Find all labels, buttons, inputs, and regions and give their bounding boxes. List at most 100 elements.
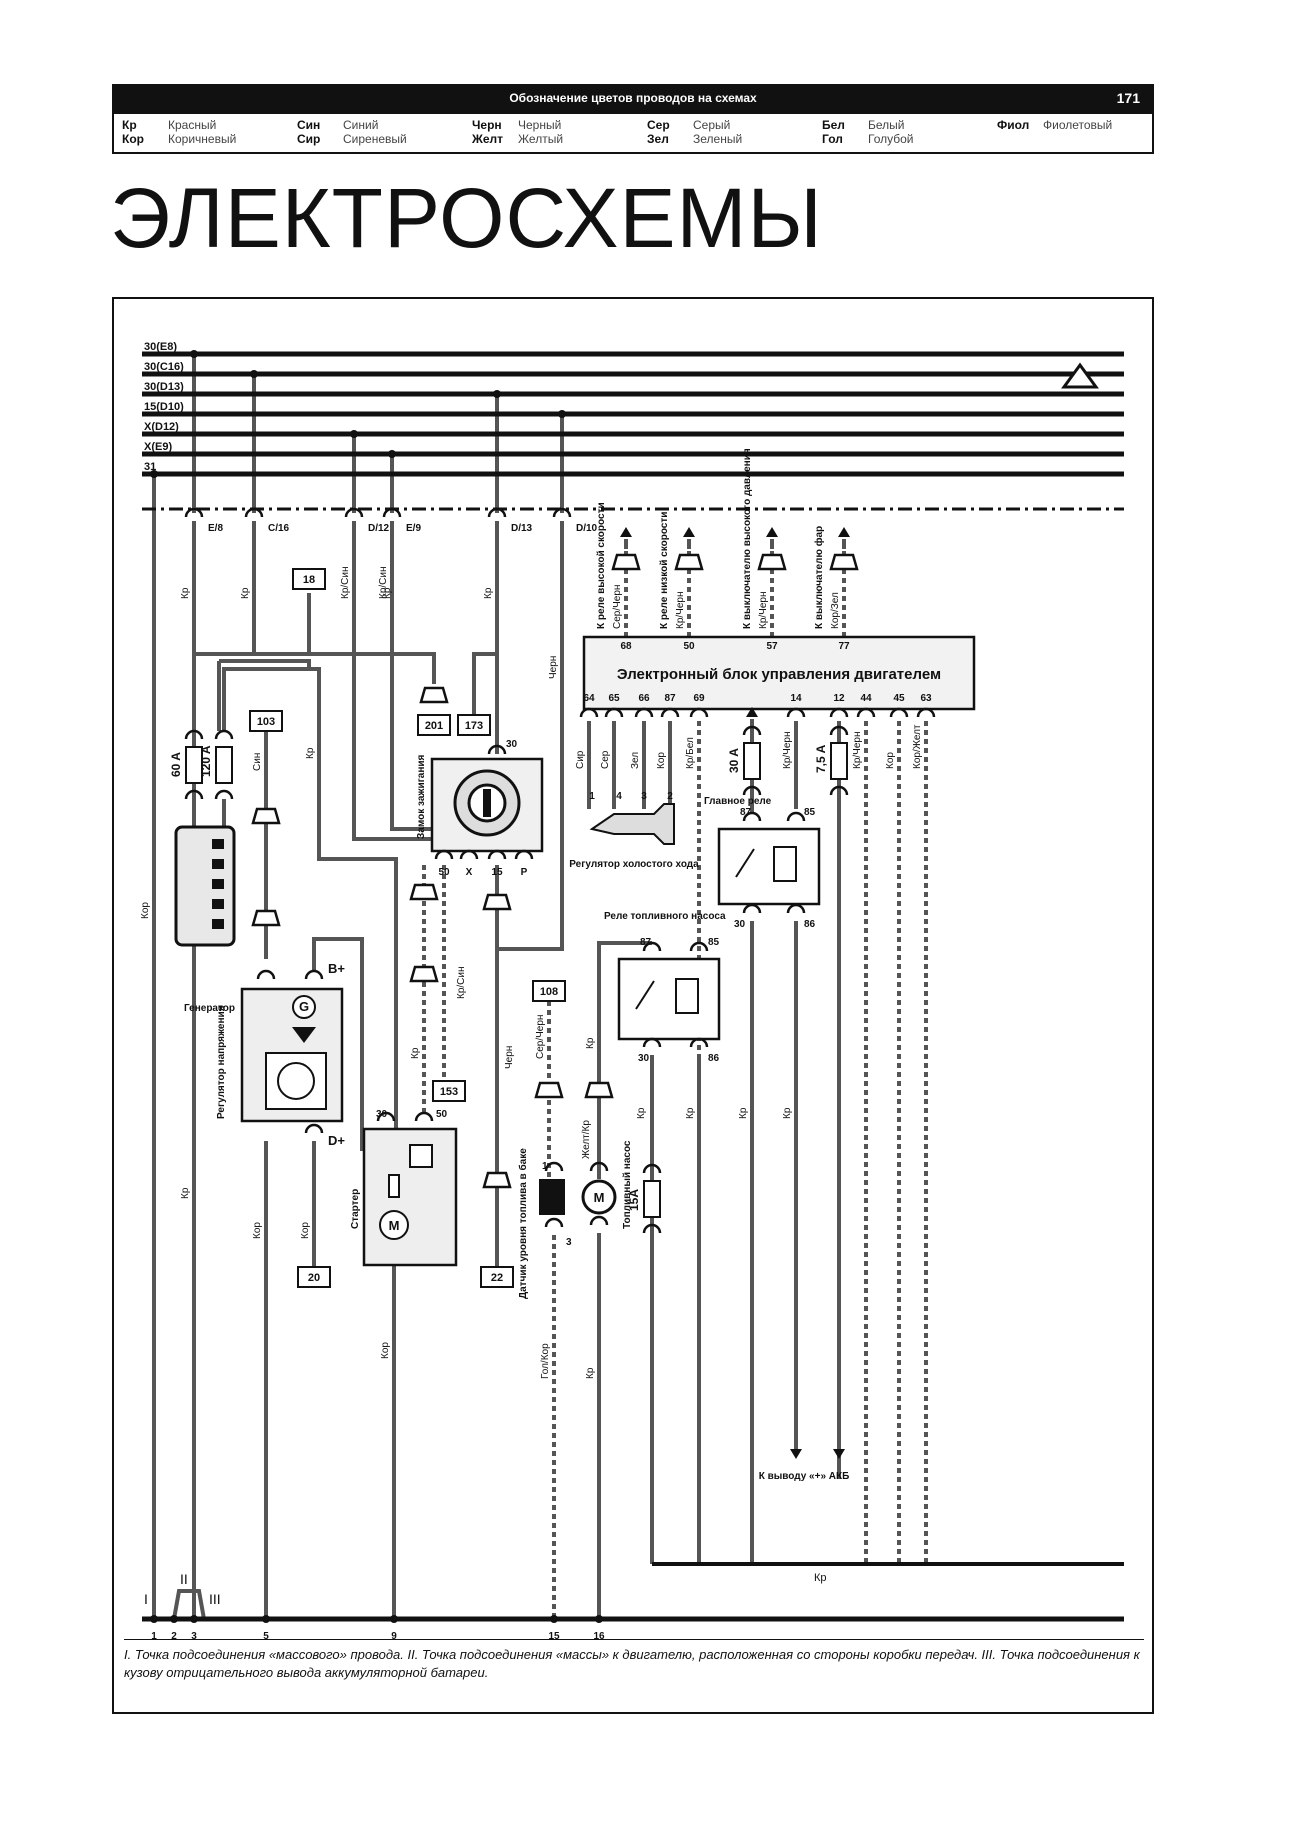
motor-label: M — [594, 1190, 605, 1205]
terminal — [214, 729, 234, 740]
wire-connector — [482, 1171, 512, 1189]
transistor-icon — [277, 1062, 315, 1100]
wire-color-label: Кр — [636, 1107, 647, 1119]
fuse-slot — [212, 859, 224, 869]
terminal — [214, 789, 234, 800]
wire-color-label: Кр/Черн — [675, 592, 686, 629]
bus-label: 30(C16) — [144, 361, 184, 373]
motor-icon — [581, 1179, 617, 1215]
wire-color-label: Кр — [685, 1107, 696, 1119]
terminal — [786, 811, 806, 822]
generator-g-label: G — [299, 999, 309, 1014]
junction-dot — [595, 1615, 603, 1623]
junction-dot — [390, 1615, 398, 1623]
logo-icon — [1061, 362, 1099, 389]
page-number: 171 — [1116, 90, 1140, 106]
fuse — [743, 742, 761, 780]
fuse-rating: 7,5 A — [814, 744, 828, 773]
starter-label: Стартер — [350, 1189, 361, 1229]
terminal — [487, 744, 507, 755]
terminal — [184, 789, 204, 800]
arrow-down-icon — [833, 1449, 845, 1459]
terminal — [589, 1215, 609, 1226]
wire-color-label: Кр/Син — [456, 967, 467, 1000]
ecu-title: Электронный блок управления двигателем — [617, 666, 941, 683]
junction-dot — [493, 390, 501, 398]
relay-pin: 87 — [640, 937, 652, 948]
generator-terminal-label: B+ — [328, 961, 345, 976]
main-relay-label: Главное реле — [704, 796, 772, 807]
terminal — [856, 707, 876, 718]
fuse-rating: 60 A — [169, 752, 183, 777]
generator-label: Генератор — [184, 1003, 235, 1014]
ground-number: 9 — [391, 1631, 397, 1642]
terminal — [382, 507, 402, 518]
wire-connector — [419, 686, 449, 704]
terminal — [689, 941, 709, 952]
junction-dot — [190, 1615, 198, 1623]
terminal — [642, 1163, 662, 1174]
wire-color-label: Кр — [483, 587, 494, 599]
bus-label: X(D12) — [144, 421, 179, 433]
terminal — [786, 903, 806, 914]
relay-pin: 86 — [708, 1053, 720, 1064]
ecu-pin: 44 — [860, 693, 872, 704]
terminal — [829, 785, 849, 796]
reference-box-label: 18 — [303, 574, 315, 586]
arrow-up-icon — [766, 527, 778, 537]
ecu-pin: 57 — [766, 641, 778, 652]
wire-color-label: Сер/Черн — [612, 585, 623, 629]
arrow-up-icon — [838, 527, 850, 537]
wire — [352, 521, 444, 841]
wire-color-label: Кор/Желт — [912, 724, 923, 769]
ecu-target-label: К выключателю высокого давления — [742, 448, 753, 629]
relay-pin: 87 — [740, 807, 752, 818]
wire-color-label: Кр — [585, 1037, 596, 1049]
ignition-pin: P — [521, 867, 528, 878]
terminal — [414, 1111, 434, 1122]
relay-pin: 86 — [804, 919, 816, 930]
reference-box — [417, 714, 451, 736]
regulator-label: Регулятор напряжения — [216, 1005, 227, 1119]
wire-connector — [611, 553, 641, 571]
ignition-pin: 15 — [491, 867, 503, 878]
wire-color-label: Кор — [656, 752, 667, 769]
connector-label: D/12 — [368, 523, 390, 534]
ecu-pin: 66 — [638, 693, 650, 704]
wire-color-label: Кр — [382, 587, 393, 599]
junction-dot — [350, 430, 358, 438]
wire-color-label: Зел — [630, 752, 641, 769]
wire-color-label: Кр — [240, 587, 251, 599]
idle-regulator — [589, 803, 675, 845]
ecu-target-label: К реле высокой скорости — [596, 502, 607, 629]
arrow-down-icon — [790, 1449, 802, 1459]
wire-color-label: Кор — [380, 1342, 391, 1359]
reference-box-label: 201 — [425, 720, 443, 732]
wire-color-label: Сер/Черн — [535, 1015, 546, 1059]
reference-box-label: 20 — [308, 1272, 320, 1284]
ecu-pin: 65 — [608, 693, 620, 704]
idle-pin: 3 — [641, 791, 647, 802]
wire-connector — [482, 893, 512, 911]
terminal — [642, 1037, 662, 1048]
wire — [222, 667, 398, 1129]
terminal — [256, 969, 276, 980]
fuel-level-sensor — [539, 1179, 565, 1215]
relay-pin: 30 — [638, 1053, 650, 1064]
wire-color-label: Сер — [600, 750, 611, 769]
terminal — [552, 507, 572, 518]
motor-icon — [379, 1210, 409, 1240]
wire-connector — [829, 553, 859, 571]
ecu-pin: 14 — [790, 693, 802, 704]
terminal — [304, 1123, 324, 1134]
reference-box — [249, 710, 283, 732]
junction-dot — [388, 450, 396, 458]
ecu-pin: 45 — [893, 693, 905, 704]
wire-connector — [409, 965, 439, 983]
terminal — [579, 707, 599, 718]
